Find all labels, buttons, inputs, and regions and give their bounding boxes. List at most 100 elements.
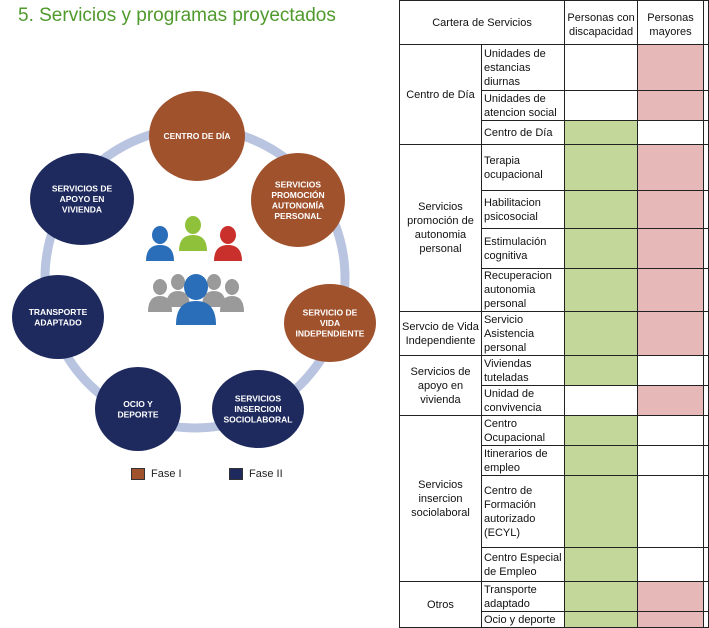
cell-mayores [637, 581, 704, 612]
node-insercion-label: SOCIOLABORAL [224, 415, 293, 425]
service-name: Centro de Formación autorizado (ECYL) [480, 475, 566, 548]
node-ocio-label: DEPORTE [117, 409, 158, 419]
cell-discapacidad [564, 90, 639, 121]
cell-extra [703, 144, 709, 191]
table-row: Ocio y deporte [400, 611, 709, 628]
header-extra [703, 0, 709, 45]
cell-discapacidad [564, 547, 639, 582]
header-discapacidad: Personas con discapacidad [564, 0, 639, 45]
node-insercion-label: SERVICIOS [235, 394, 281, 404]
cell-extra [703, 90, 709, 121]
cell-mayores [637, 190, 704, 229]
cell-mayores [637, 611, 704, 628]
services-matrix: Cartera de Servicios Personas con discap… [398, 0, 709, 628]
cell-discapacidad [564, 228, 639, 269]
table-row: Centro Especial de Empleo [400, 547, 709, 582]
node-promocion-label: PERSONAL [274, 211, 321, 221]
node-transporte-shape [12, 275, 104, 359]
service-name: Servicio Asistencia personal [480, 311, 566, 356]
cell-extra [703, 311, 709, 356]
table-row: Servicios promoción de autonomia persona… [399, 144, 709, 312]
cell-discapacidad [564, 445, 639, 476]
node-transporte-label: ADAPTADO [34, 317, 82, 327]
group-label: Servicios de apoyo en vivienda [399, 355, 482, 416]
service-name: Centro de Día [480, 120, 566, 145]
cell-extra [703, 547, 709, 582]
fase2-swatch [229, 468, 243, 480]
service-name: Centro Especial de Empleo [480, 547, 566, 582]
cell-discapacidad [564, 44, 639, 91]
fase1-label: Fase I [151, 468, 182, 480]
people-group-icon [146, 216, 244, 325]
cell-extra [703, 445, 709, 476]
node-vida-label: SERVICIO DE [303, 308, 358, 318]
cell-extra [703, 44, 709, 91]
node-vida-label: VIDA [320, 318, 340, 328]
service-name: Habilitacion psicosocial [480, 190, 566, 229]
group-label: Centro de Día [399, 44, 482, 145]
node-centro-label: CENTRO DE DÍA [163, 131, 230, 141]
node-ocio-shape [95, 367, 181, 451]
service-name: Viviendas tuteladas [480, 355, 566, 386]
cell-extra [703, 475, 709, 548]
node-vida-label: INDEPENDIENTE [296, 329, 365, 339]
header-cartera: Cartera de Servicios [398, 0, 566, 45]
cell-discapacidad [564, 475, 639, 548]
cell-extra [703, 581, 709, 612]
node-promocion-label: PROMOCIÓN [271, 189, 324, 200]
group-label: Servicios insercion sociolaboral [399, 415, 482, 582]
service-name: Unidades de estancias diurnas [480, 44, 566, 91]
group-label: Servcio de Vida Independiente [399, 311, 482, 356]
cell-mayores [637, 311, 704, 356]
cell-extra [703, 415, 709, 446]
services-cycle-diagram: CENTRO DE DÍASERVICIOSPROMOCIÓNAUTONOMÍA… [12, 91, 376, 451]
cell-extra [703, 355, 709, 386]
cell-mayores [637, 144, 704, 191]
cell-mayores [637, 90, 704, 121]
service-name: Itinerarios de empleo [480, 445, 566, 476]
cell-mayores [637, 415, 704, 446]
service-name: Recuperacion autonomia personal [480, 268, 566, 312]
service-name: Unidad de convivencia [480, 385, 566, 416]
node-apoyo-label: VIVIENDA [62, 205, 102, 215]
cell-mayores [637, 547, 704, 582]
table-row: Centro de Formación autorizado (ECYL) [400, 475, 709, 548]
cell-discapacidad [564, 120, 639, 145]
node-centro-shape [149, 91, 245, 181]
cell-mayores [637, 445, 704, 476]
cell-extra [703, 120, 709, 145]
table-row: Unidad de convivencia [400, 385, 709, 416]
header-mayores: Personas mayores [637, 0, 704, 45]
cell-mayores [637, 120, 704, 145]
cell-discapacidad [564, 190, 639, 229]
node-insercion-label: INSERCION [234, 404, 281, 414]
group-label: Otros [399, 581, 482, 628]
node-centro: CENTRO DE DÍA [149, 91, 245, 181]
cell-mayores [637, 355, 704, 386]
node-apoyo-label: SERVICIOS DE [52, 184, 113, 194]
cell-extra [703, 385, 709, 416]
cell-discapacidad [564, 144, 639, 191]
service-name: Transporte adaptado [480, 581, 566, 612]
cell-discapacidad [564, 415, 639, 446]
legend-fase1: Fase I [131, 468, 182, 480]
cell-discapacidad [564, 268, 639, 312]
service-name: Unidades de atencion social [480, 90, 566, 121]
node-ocio-label: OCIO Y [123, 399, 153, 409]
cell-discapacidad [564, 385, 639, 416]
cell-mayores [637, 228, 704, 269]
cell-mayores [637, 385, 704, 416]
service-name: Centro Ocupacional [480, 415, 566, 446]
cell-mayores [637, 44, 704, 91]
fase2-label: Fase II [249, 468, 283, 480]
cell-discapacidad [564, 311, 639, 356]
cell-extra [703, 611, 709, 628]
table-row: Habilitacion psicosocial [400, 190, 709, 229]
